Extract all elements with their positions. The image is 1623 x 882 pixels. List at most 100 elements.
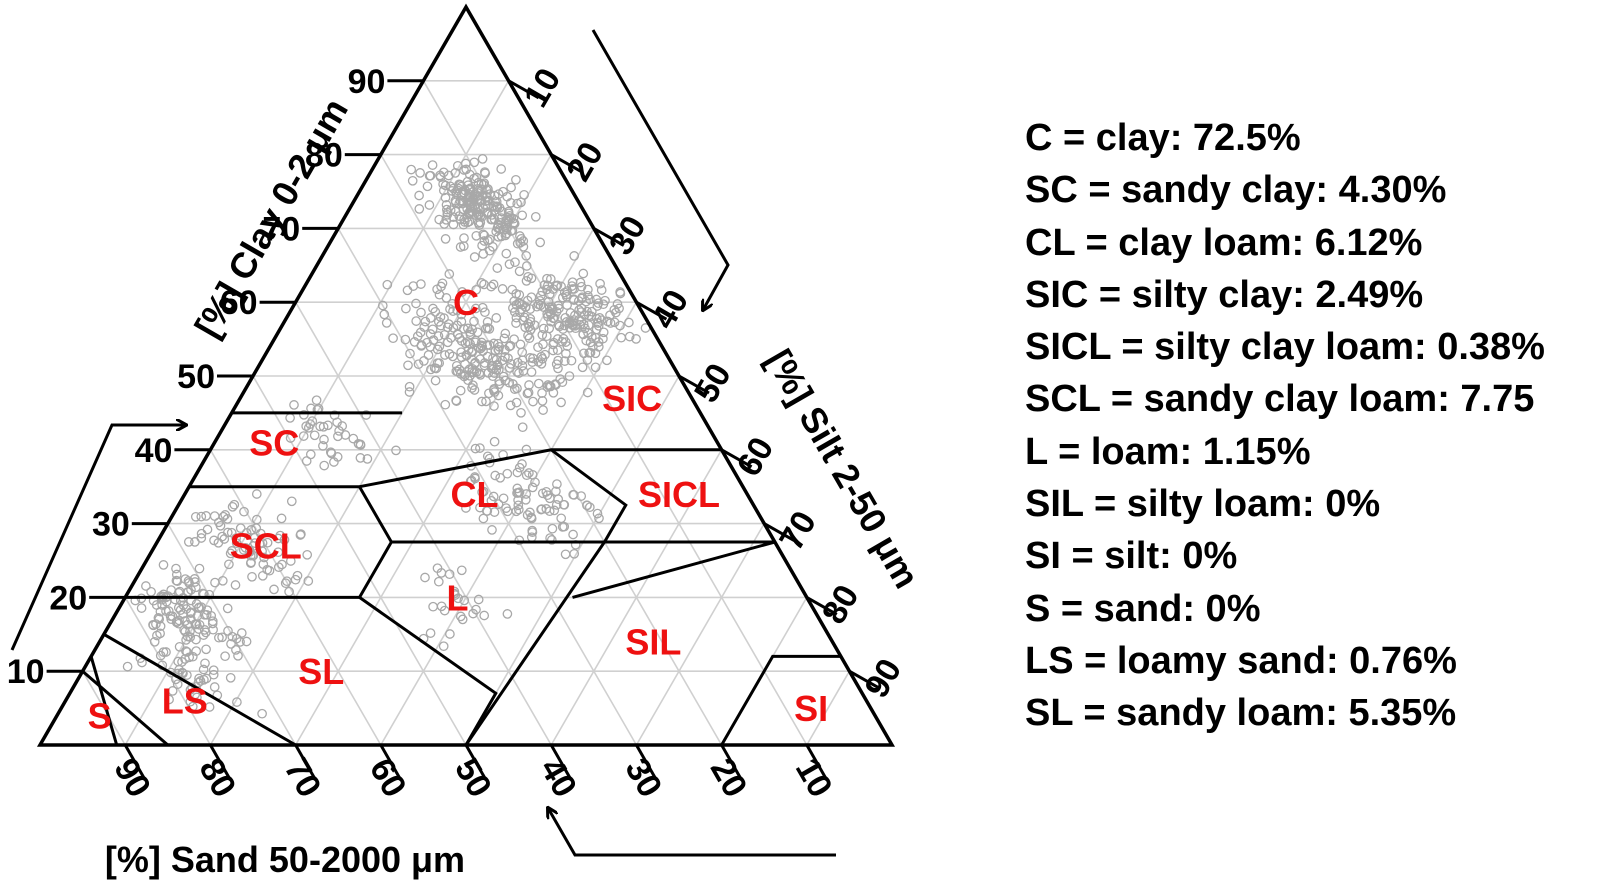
- sample-point: [556, 513, 567, 524]
- sample-point: [583, 327, 593, 338]
- sample-point: [326, 448, 337, 459]
- sample-point: [209, 511, 220, 521]
- sample-point: [631, 334, 641, 344]
- sample-point: [538, 339, 548, 350]
- sample-point: [514, 462, 525, 473]
- sample-point: [155, 650, 166, 661]
- sample-point: [273, 547, 284, 558]
- class-boundary: [358, 485, 394, 599]
- grid-line-sand-90: [81, 670, 126, 746]
- sample-point: [542, 284, 552, 295]
- sample-point: [538, 405, 548, 415]
- sample-point: [318, 421, 329, 432]
- sand-tick: [209, 744, 232, 781]
- sample-point: [240, 542, 251, 553]
- sample-point: [573, 296, 584, 306]
- sample-point: [407, 175, 418, 186]
- class-label-sl: SL: [298, 651, 344, 692]
- sample-point: [355, 453, 366, 463]
- sample-point: [225, 672, 236, 683]
- sample-point: [423, 350, 434, 360]
- clay-tick-label: 50: [177, 358, 215, 396]
- sample-point: [286, 496, 297, 507]
- sample-point: [235, 637, 245, 647]
- sample-point: [459, 595, 470, 606]
- class-boundary: [358, 596, 498, 746]
- sand-tick: [805, 744, 829, 781]
- sample-point: [512, 357, 523, 368]
- sample-point: [484, 324, 495, 334]
- sample-point: [409, 337, 420, 347]
- sample-point: [429, 363, 440, 373]
- sample-point: [506, 213, 517, 223]
- sample-point: [506, 182, 516, 193]
- sample-point: [155, 606, 166, 617]
- sample-point: [469, 385, 480, 395]
- sample-point: [474, 220, 485, 230]
- sample-point: [454, 211, 465, 221]
- sample-point: [595, 278, 605, 289]
- sample-point: [537, 286, 548, 297]
- sample-point: [226, 527, 237, 538]
- sample-point: [402, 285, 413, 296]
- sample-point: [512, 198, 523, 209]
- clay-tick-label: 30: [92, 506, 130, 544]
- sample-point: [593, 341, 604, 352]
- clay-tick-label: 10: [7, 653, 45, 691]
- sample-point: [513, 500, 524, 511]
- sample-point: [251, 523, 262, 534]
- sample-point: [406, 164, 417, 175]
- sample-point: [273, 562, 284, 573]
- sample-point: [122, 661, 133, 672]
- sample-point: [379, 309, 390, 320]
- sand-tick: [379, 744, 403, 781]
- sample-point: [624, 317, 634, 328]
- sample-point: [488, 360, 498, 371]
- sample-point: [615, 287, 625, 297]
- sand-tick-label: 10: [788, 752, 840, 804]
- sample-point: [273, 533, 284, 544]
- sample-point: [348, 433, 359, 444]
- sample-point: [202, 524, 213, 535]
- sample-point: [570, 320, 580, 331]
- sample-point: [493, 219, 504, 230]
- sample-point: [499, 333, 510, 344]
- sample-point: [411, 316, 422, 326]
- sample-point: [442, 322, 453, 333]
- sample-point: [232, 697, 242, 707]
- sample-point: [584, 502, 595, 513]
- sample-point: [543, 380, 553, 390]
- sample-point: [511, 174, 521, 185]
- sample-point: [200, 658, 210, 669]
- sample-point: [471, 604, 481, 615]
- sample-point: [296, 529, 306, 539]
- sample-point: [556, 397, 566, 408]
- legend-item-sandy-loam: SL = sandy loam: 5.35%: [1025, 692, 1457, 735]
- sample-point: [495, 472, 506, 483]
- sample-point: [552, 334, 563, 344]
- sample-point: [591, 313, 602, 324]
- sample-point: [470, 443, 481, 454]
- silt-tick: [635, 300, 668, 321]
- sample-point: [180, 654, 190, 664]
- grid-line-sand-50: [252, 375, 467, 746]
- sample-point: [445, 304, 455, 314]
- sample-point: [568, 529, 578, 540]
- sample-point: [514, 535, 525, 546]
- sample-point: [178, 668, 188, 679]
- sample-point: [536, 351, 547, 362]
- sample-point: [441, 204, 452, 215]
- sample-point: [592, 508, 603, 519]
- sample-point: [400, 334, 411, 345]
- sample-point: [576, 316, 587, 327]
- sample-point: [545, 274, 556, 284]
- sample-point: [542, 490, 553, 501]
- sample-point: [498, 493, 509, 504]
- sample-point: [175, 605, 186, 615]
- sample-point: [496, 231, 507, 242]
- sample-point: [511, 299, 522, 310]
- sample-point: [478, 513, 489, 524]
- sample-point: [181, 635, 191, 645]
- sample-point: [549, 313, 560, 323]
